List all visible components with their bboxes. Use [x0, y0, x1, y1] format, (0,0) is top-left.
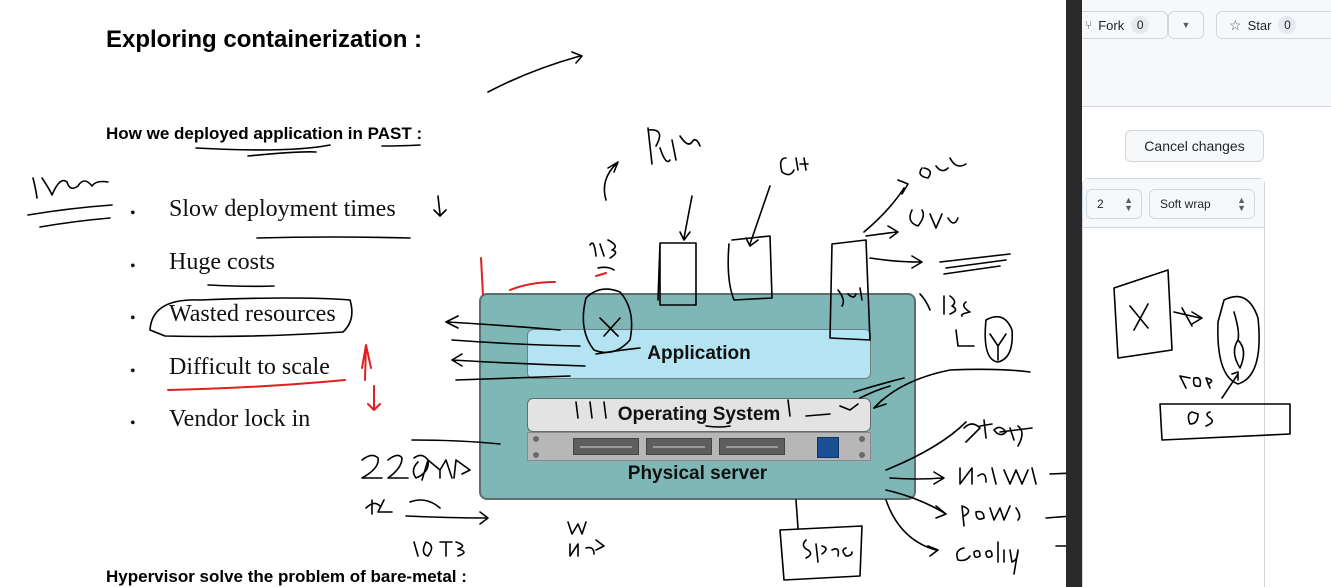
select-arrows-icon: ▲▼ — [1237, 195, 1246, 213]
indent-size-select[interactable]: 2 ▲▼ — [1086, 189, 1142, 219]
github-panel: ⑂ Fork 0 ▼ ☆ Star 0 Cancel changes 2 ▲▼ … — [1082, 0, 1331, 587]
bullet-icon: • — [130, 415, 136, 432]
bullet-icon: • — [130, 205, 136, 222]
bullet-icon: • — [130, 310, 136, 327]
application-layer: Application — [527, 329, 871, 379]
server-stack-diagram: Application Operating System Physical se… — [479, 293, 916, 500]
drive-bay-icon — [573, 438, 639, 455]
drive-bay-icon — [646, 438, 712, 455]
footer-heading: Hypervisor solve the problem of bare-met… — [106, 567, 467, 586]
wrap-mode-select[interactable]: Soft wrap ▲▼ — [1149, 189, 1255, 219]
fork-icon: ⑂ — [1085, 18, 1093, 32]
screw-icon — [859, 452, 865, 458]
document-page: Exploring containerization : How we depl… — [27, 26, 1066, 586]
bullet-icon: • — [130, 257, 136, 275]
window-divider[interactable] — [1066, 0, 1082, 587]
repo-header: ⑂ Fork 0 ▼ ☆ Star 0 — [1082, 0, 1331, 107]
fork-button[interactable]: ⑂ Fork 0 — [1082, 11, 1168, 39]
page-title: Exploring containerization : — [106, 26, 423, 53]
drive-bay-icon — [719, 438, 785, 455]
section-heading: How we deployed application in PAST : — [106, 124, 423, 143]
server-rack-icon — [527, 432, 871, 461]
chevron-down-icon: ▼ — [1181, 20, 1191, 30]
editor-toolbar: 2 ▲▼ Soft wrap ▲▼ — [1083, 179, 1264, 228]
bullet-icon: • — [130, 362, 136, 380]
physical-server-layer: Physical server — [627, 463, 768, 484]
power-module-icon — [817, 437, 839, 458]
handwritten-annotations-right — [1113, 269, 1291, 441]
star-count: 0 — [1278, 16, 1297, 34]
select-arrows-icon: ▲▼ — [1124, 195, 1133, 213]
star-icon: ☆ — [1229, 16, 1242, 33]
fork-dropdown-button[interactable]: ▼ — [1168, 11, 1204, 39]
cancel-changes-button[interactable]: Cancel changes — [1125, 130, 1264, 162]
screw-icon — [859, 436, 865, 442]
screw-icon — [533, 436, 539, 442]
screw-icon — [533, 452, 539, 458]
star-button[interactable]: ☆ Star 0 — [1216, 11, 1331, 39]
fork-count: 0 — [1131, 16, 1150, 34]
operating-system-layer: Operating System — [527, 398, 871, 432]
